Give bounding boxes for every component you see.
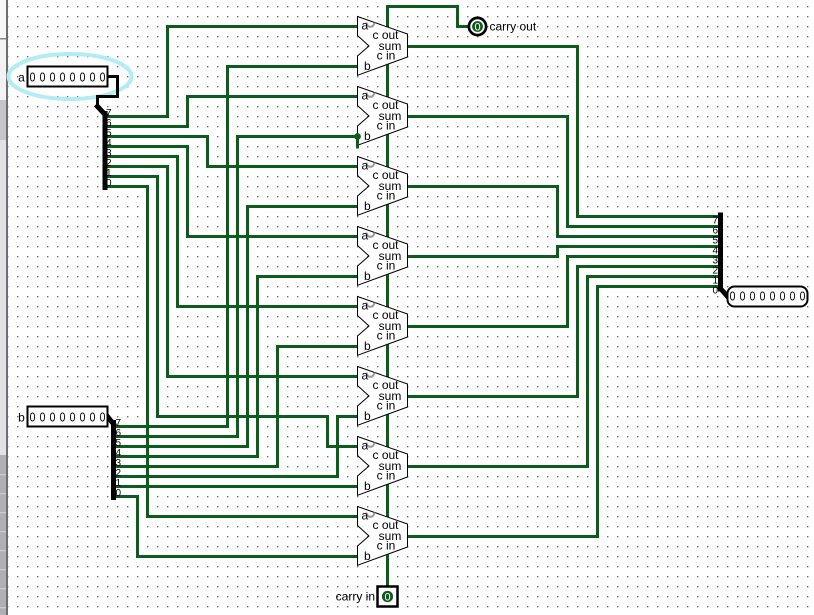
svg-text:6: 6 — [106, 118, 112, 129]
svg-text:b: b — [364, 409, 371, 423]
svg-text:a: a — [362, 299, 369, 313]
svg-text:4: 4 — [116, 448, 122, 459]
svg-text:c in: c in — [377, 398, 396, 412]
svg-text:3: 3 — [106, 148, 112, 159]
svg-text:0: 0 — [50, 410, 56, 424]
svg-text:0: 0 — [770, 290, 776, 304]
svg-text:0: 0 — [80, 410, 86, 424]
svg-text:a: a — [362, 89, 369, 103]
svg-text:0: 0 — [80, 70, 86, 84]
svg-text:carry out: carry out — [490, 20, 537, 34]
svg-text:0: 0 — [790, 290, 796, 304]
svg-text:sum: sum — [379, 109, 402, 123]
svg-text:6: 6 — [116, 428, 122, 439]
svg-text:a: a — [362, 159, 369, 173]
svg-text:sum: sum — [379, 39, 402, 53]
svg-text:b: b — [364, 129, 371, 143]
svg-text:1: 1 — [712, 276, 718, 287]
svg-text:sum: sum — [379, 459, 402, 473]
svg-text:4: 4 — [106, 138, 112, 149]
svg-text:2: 2 — [116, 468, 122, 479]
svg-text:0: 0 — [712, 286, 718, 297]
svg-text:2: 2 — [106, 158, 112, 169]
svg-text:0: 0 — [116, 488, 122, 499]
svg-text:b: b — [364, 339, 371, 353]
svg-text:c in: c in — [377, 328, 396, 342]
svg-text:b: b — [364, 199, 371, 213]
svg-text:b: b — [364, 549, 371, 563]
svg-text:0: 0 — [30, 410, 36, 424]
svg-text:0: 0 — [740, 290, 746, 304]
svg-text:a: a — [362, 19, 369, 33]
svg-text:c out: c out — [372, 518, 399, 532]
svg-text:sum: sum — [379, 389, 402, 403]
svg-text:6: 6 — [712, 226, 718, 237]
svg-text:3: 3 — [116, 458, 122, 469]
svg-text:7: 7 — [712, 216, 718, 227]
svg-text:c out: c out — [372, 168, 399, 182]
svg-text:c out: c out — [372, 238, 399, 252]
svg-text:a: a — [362, 229, 369, 243]
svg-text:1: 1 — [116, 478, 122, 489]
svg-text:c out: c out — [372, 308, 399, 322]
svg-text:5: 5 — [106, 128, 112, 139]
svg-text:0: 0 — [730, 290, 736, 304]
svg-text:0: 0 — [90, 70, 96, 84]
svg-text:b: b — [364, 59, 371, 73]
svg-text:sum: sum — [379, 249, 402, 263]
svg-text:4: 4 — [712, 246, 718, 257]
svg-text:0: 0 — [474, 22, 480, 34]
svg-text:a: a — [362, 439, 369, 453]
svg-text:0: 0 — [70, 410, 76, 424]
svg-text:5: 5 — [116, 438, 122, 449]
svg-text:c in: c in — [377, 48, 396, 62]
svg-text:b: b — [364, 479, 371, 493]
svg-text:0: 0 — [60, 410, 66, 424]
svg-text:b: b — [364, 269, 371, 283]
svg-text:0: 0 — [800, 290, 806, 304]
svg-text:c in: c in — [377, 118, 396, 132]
svg-text:5: 5 — [712, 236, 718, 247]
svg-text:b: b — [18, 411, 25, 425]
svg-text:0: 0 — [750, 290, 756, 304]
svg-text:0: 0 — [106, 178, 112, 189]
svg-text:1: 1 — [106, 168, 112, 179]
svg-text:c out: c out — [372, 378, 399, 392]
svg-text:c out: c out — [372, 28, 399, 42]
svg-text:sum: sum — [379, 529, 402, 543]
svg-text:0: 0 — [90, 410, 96, 424]
svg-text:c in: c in — [377, 188, 396, 202]
svg-text:0: 0 — [780, 290, 786, 304]
svg-text:sum: sum — [379, 319, 402, 333]
svg-text:carry in: carry in — [336, 590, 375, 604]
svg-text:0: 0 — [760, 290, 766, 304]
svg-text:0: 0 — [40, 410, 46, 424]
svg-text:0: 0 — [60, 70, 66, 84]
svg-text:a: a — [362, 369, 369, 383]
svg-text:7: 7 — [116, 418, 122, 429]
svg-text:0: 0 — [100, 70, 106, 84]
svg-text:0: 0 — [40, 70, 46, 84]
svg-text:c out: c out — [372, 448, 399, 462]
svg-text:a: a — [18, 71, 25, 85]
svg-text:0: 0 — [50, 70, 56, 84]
svg-text:a: a — [362, 509, 369, 523]
svg-text:7: 7 — [106, 108, 112, 119]
svg-text:0: 0 — [100, 410, 106, 424]
svg-text:2: 2 — [712, 266, 718, 277]
svg-text:0: 0 — [384, 592, 390, 604]
svg-text:c out: c out — [372, 98, 399, 112]
svg-text:0: 0 — [70, 70, 76, 84]
svg-text:sum: sum — [379, 179, 402, 193]
svg-text:3: 3 — [712, 256, 718, 267]
svg-text:c in: c in — [377, 538, 396, 552]
svg-text:c in: c in — [377, 258, 396, 272]
svg-text:0: 0 — [30, 70, 36, 84]
svg-text:c in: c in — [377, 468, 396, 482]
